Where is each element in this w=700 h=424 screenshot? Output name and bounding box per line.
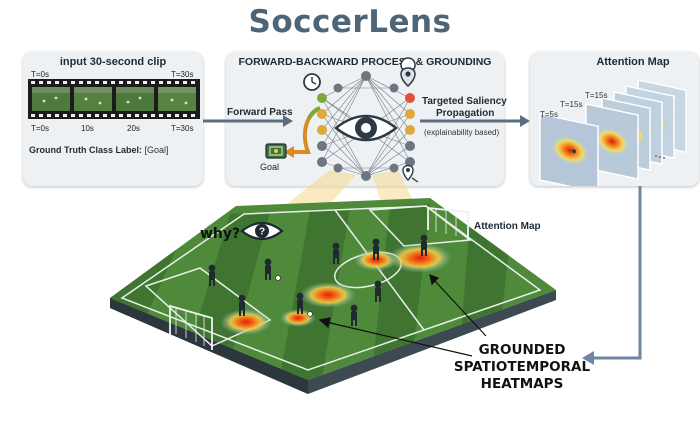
player-figure [374,280,382,302]
film-frame-4 [158,87,196,111]
saliency-note: (explainability based) [424,128,500,137]
forward-pass-arrow [203,115,293,127]
heatmap-pointer-arrows [318,274,487,357]
heatmap-blob [220,309,272,335]
goal-clip-icon [265,143,287,159]
central-eye-icon [333,114,399,142]
ball-icon [307,311,313,317]
t-end-top-label: T=30s [171,70,194,79]
heatmaps-label-line2: SPATIOTEMPORAL [453,359,591,375]
tick-label-0: T=0s [31,124,50,133]
forward-pass-label: Forward Pass [227,107,293,118]
film-frame-2 [74,87,112,111]
player-figure [350,304,358,326]
attention-frame-stack [539,79,687,186]
question-eye-icon: ? [240,221,284,241]
ground-truth-value: [Goal] [144,145,169,155]
heatmaps-label-line1: GROUNDED [478,342,566,358]
attention-frame-label-1: T=5s [540,110,559,119]
location-pin-small-icon [402,164,419,183]
frame-stack-dots [655,155,665,159]
player-figure [296,292,304,314]
tick-label-1: 10s [81,124,94,133]
saliency-label-line2: Propagation [436,108,495,119]
goal-label: Goal [260,162,280,172]
player-figure [264,258,272,280]
player-figure [208,264,216,286]
film-frame-1 [32,87,70,111]
tick-label-2: 20s [127,124,140,133]
tick-label-3: T=30s [171,124,194,133]
player-figure [332,242,340,264]
player-figure [372,238,380,260]
heatmap-blob [280,309,316,327]
heatmaps-label-line3: HEATMAPS [480,376,564,392]
film-perforations [31,81,195,117]
saliency-label-line1: Targeted Saliency [422,96,507,107]
saliency-arrow [420,115,530,127]
players [208,234,428,326]
input-clip-title: input 30-second clip [59,56,167,68]
film-frame-3 [116,87,154,111]
goal-post-right [427,207,469,240]
clock-icon [303,73,321,91]
ground-truth-label: Ground Truth Class Label: [29,145,143,155]
heatmap-blob [354,249,398,271]
t-start-top-label: T=0s [31,70,50,79]
process-title: FORWARD-BACKWARD PROCESS & GROUNDING [238,56,492,68]
pitch-heatmap-blobs [220,243,452,335]
heatmap-blob [300,282,356,308]
ground-truth-row: Ground Truth Class Label: [Goal] [29,145,169,155]
goal-post-left [169,304,213,350]
attention-panel-title: Attention Map [596,56,670,68]
svg-text:?: ? [259,227,265,238]
grounded-heatmaps-label: GROUNDED SPATIOTEMPORAL HEATMAPS [452,342,592,393]
player-figure [420,234,428,256]
why-label: why? [200,226,241,242]
return-arrow [582,186,642,365]
attention-frame-label-2: T=15s [560,100,583,109]
player-figure [238,294,246,316]
film-strip [28,79,200,119]
ball-icon [275,275,281,281]
attention-frame-label-3: T=15s [585,91,608,100]
location-pin-icon [400,57,416,87]
diagram-title: SoccerLens [248,4,452,40]
attention-frames [539,79,687,186]
input-clip-panel [23,52,203,186]
heatmap-blob [388,243,452,273]
field-attention-label: Attention Map [474,221,541,232]
neural-network-graphic [265,57,419,183]
network-nodes [317,71,415,181]
